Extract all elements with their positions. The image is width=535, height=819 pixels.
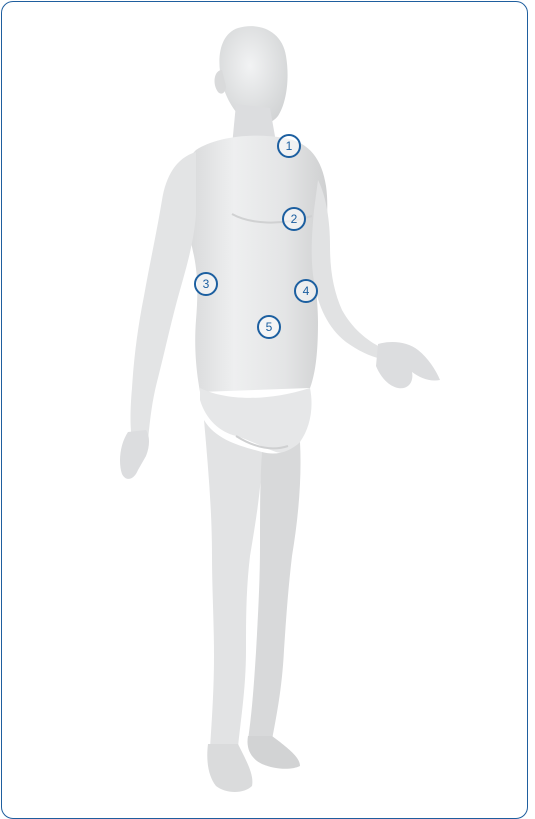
body-hand-right	[376, 342, 440, 388]
body-foot-right	[248, 736, 300, 769]
marker-5[interactable]: 5	[257, 315, 281, 339]
marker-4[interactable]: 4	[294, 279, 318, 303]
body-arm-right	[312, 180, 392, 360]
body-torso	[184, 136, 328, 392]
marker-3-label: 3	[196, 274, 216, 294]
marker-4-label: 4	[296, 281, 316, 301]
marker-1[interactable]: 1	[277, 134, 301, 158]
body-arm-left	[131, 152, 197, 440]
body-foot-left	[207, 744, 252, 792]
marker-2[interactable]: 2	[282, 207, 306, 231]
body-hand-left	[120, 430, 149, 479]
marker-5-label: 5	[259, 317, 279, 337]
marker-1-label: 1	[279, 136, 299, 156]
marker-2-label: 2	[284, 209, 304, 229]
marker-3[interactable]: 3	[194, 272, 218, 296]
